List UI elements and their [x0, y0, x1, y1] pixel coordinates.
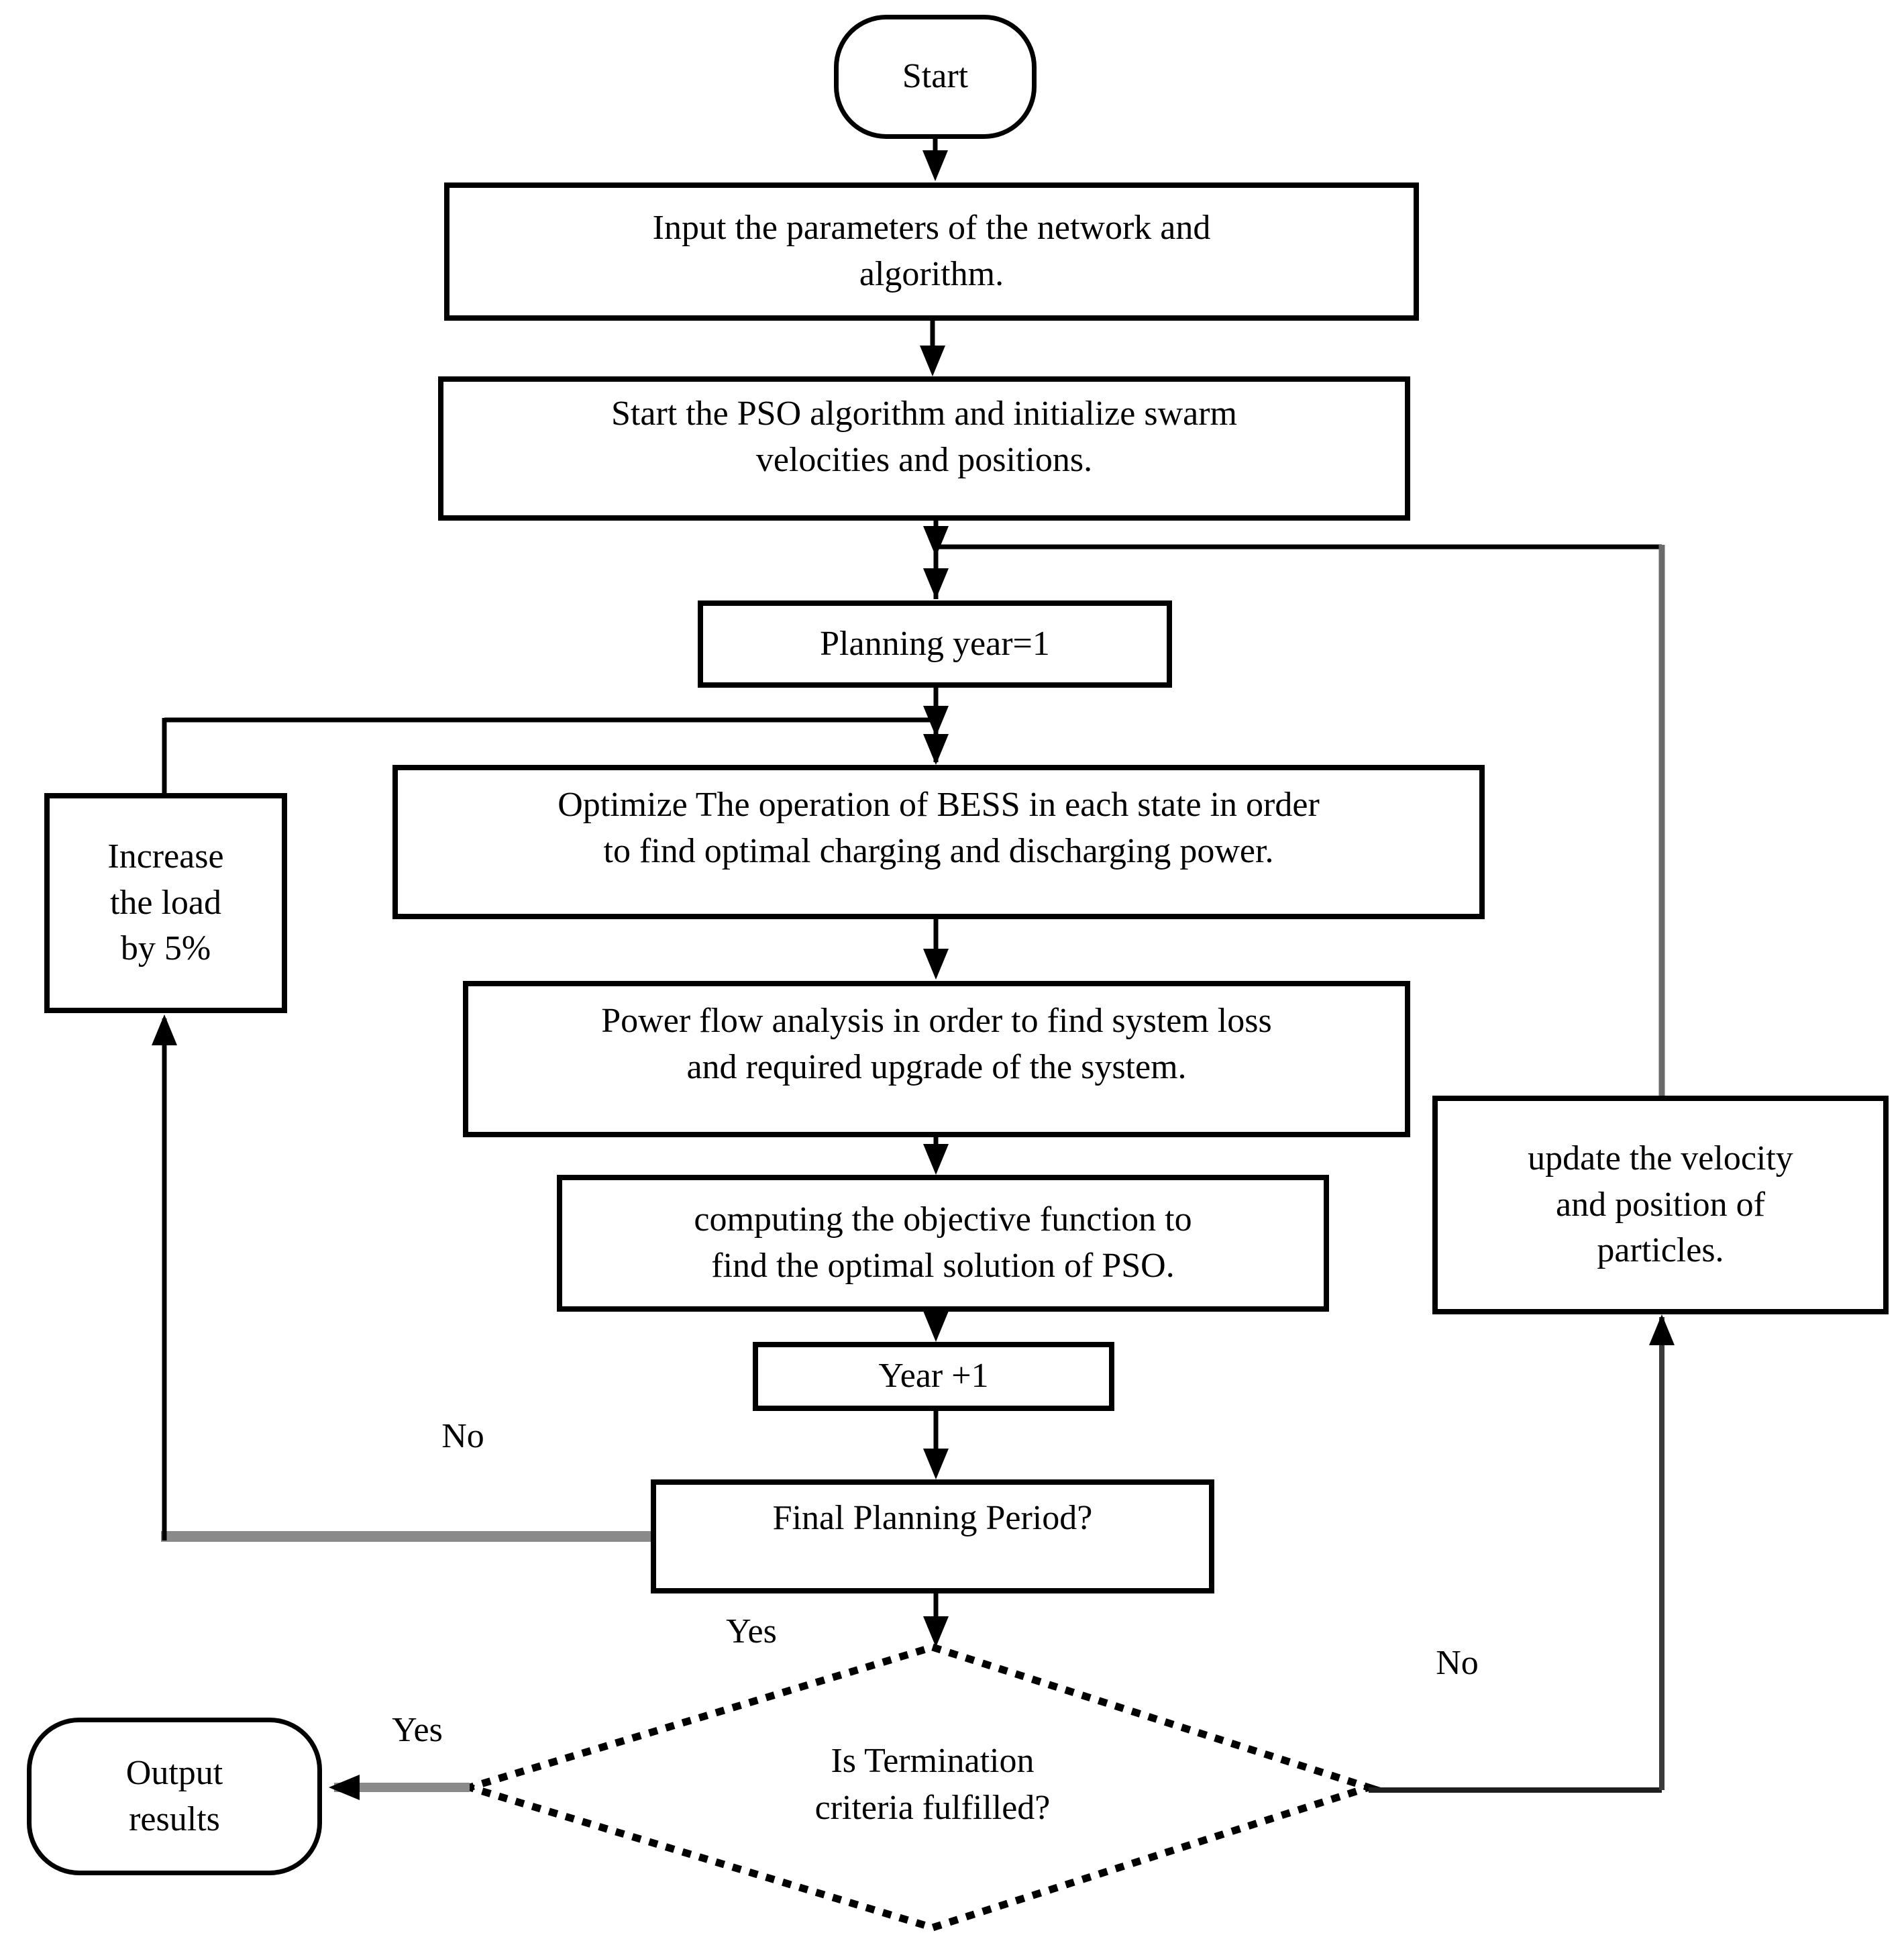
edge-label-no-left: No — [416, 1412, 510, 1459]
node-final-period: Final Planning Period? — [651, 1479, 1214, 1593]
edge-label-yes-final-text: Yes — [726, 1612, 777, 1651]
node-year-plus-label: Year +1 — [878, 1357, 989, 1396]
node-output-results: Output results — [27, 1718, 322, 1875]
arrowhead-into-objective — [923, 1144, 949, 1175]
edge-label-yes-output-text: Yes — [392, 1710, 443, 1749]
node-planning-year-label: Planning year=1 — [820, 624, 1050, 663]
edge-label-no-left-text: No — [441, 1416, 484, 1455]
node-power-flow: Power flow analysis in order to find sys… — [463, 981, 1410, 1137]
node-update-particles-label: update the velocity and position of part… — [1528, 1139, 1793, 1270]
arrowhead-into-output — [329, 1775, 360, 1800]
arrowhead-into-final — [923, 1449, 949, 1479]
node-update-particles: update the velocity and position of part… — [1432, 1096, 1889, 1314]
node-start-pso-label: Start the PSO algorithm and initialize s… — [611, 394, 1237, 479]
node-termination-label: Is Termination criteria fulfilled? — [814, 1741, 1051, 1827]
edge-label-yes-output: Yes — [370, 1706, 464, 1753]
node-optimize-bess: Optimize The operation of BESS in each s… — [392, 765, 1485, 919]
node-power-flow-label: Power flow analysis in order to find sys… — [601, 1001, 1272, 1086]
arrowhead-into-termination — [923, 1616, 949, 1647]
arrowhead-input-pso — [920, 346, 945, 376]
node-start-pso: Start the PSO algorithm and initialize s… — [438, 376, 1410, 521]
arrowhead-into-powerflow — [923, 949, 949, 980]
node-input-params: Input the parameters of the network and … — [444, 182, 1419, 321]
arrowhead-into-increase — [152, 1014, 177, 1045]
node-planning-year: Planning year=1 — [698, 600, 1172, 688]
arrowhead-into-year — [923, 1311, 949, 1342]
node-start-label: Start — [902, 57, 969, 96]
node-output-results-label: Output results — [125, 1753, 223, 1838]
arrowhead-into-update — [1649, 1314, 1675, 1345]
node-optimize-bess-label: Optimize The operation of BESS in each s… — [558, 786, 1320, 870]
node-year-plus: Year +1 — [753, 1342, 1114, 1411]
arrowhead-pso-junction — [923, 526, 949, 557]
node-objective-label: computing the objective function to find… — [694, 1200, 1192, 1285]
arrowhead-into-optimize — [923, 734, 949, 765]
node-objective: computing the objective function to find… — [557, 1175, 1329, 1312]
node-increase-load-label: Increase the load by 5% — [107, 837, 224, 968]
edge-label-no-right: No — [1410, 1639, 1504, 1686]
node-increase-load: Increase the load by 5% — [44, 793, 287, 1013]
edge-label-yes-final: Yes — [704, 1608, 798, 1655]
arrowhead-start-input — [922, 150, 948, 181]
node-start: Start — [834, 15, 1037, 139]
node-termination: Is Termination criteria fulfilled? — [698, 1718, 1167, 1852]
edge-label-no-right-text: No — [1436, 1643, 1479, 1682]
termination-diamond-shape — [457, 1643, 1381, 1932]
arrowhead-into-planning — [923, 568, 949, 599]
node-final-period-label: Final Planning Period? — [772, 1499, 1093, 1537]
node-input-params-label: Input the parameters of the network and … — [652, 209, 1211, 293]
